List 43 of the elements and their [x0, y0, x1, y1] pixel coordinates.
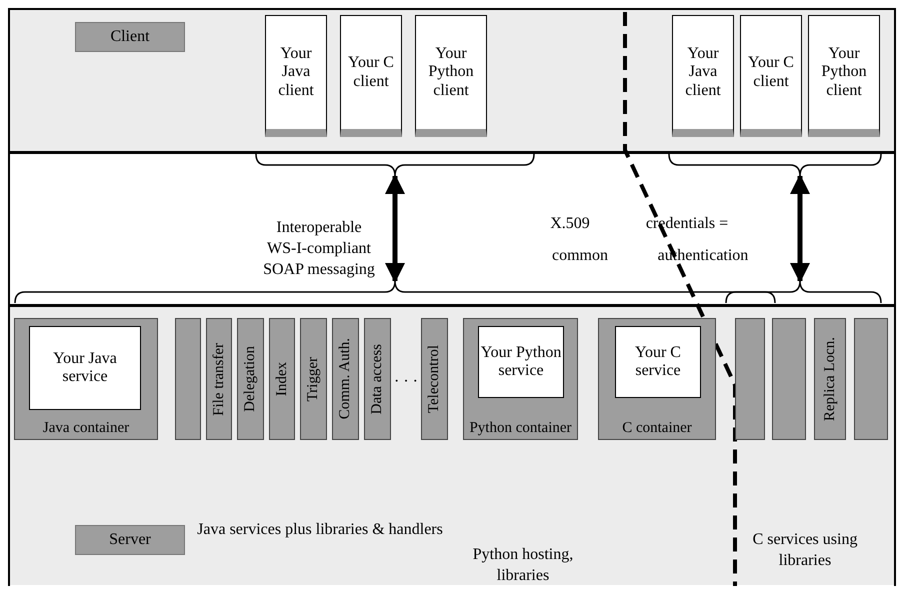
component-bar — [735, 318, 765, 440]
tier-label: Client — [75, 22, 185, 52]
service-box: Your C service — [615, 326, 701, 398]
annotation-text: Python hosting, libraries — [472, 545, 574, 586]
component-bar: Delegation — [237, 318, 264, 440]
annotation-text: X.509 — [549, 214, 591, 234]
container-label: Java container — [42, 420, 130, 436]
curly-brace — [668, 154, 882, 176]
component-bar — [175, 318, 201, 440]
client-box: Your Python client — [808, 15, 880, 137]
component-bar — [854, 318, 888, 440]
service-box: Your Java service — [29, 326, 141, 410]
component-bar: Telecontrol — [421, 318, 448, 440]
container-label: Python container — [468, 420, 573, 436]
service-box: Your Python service — [478, 326, 564, 398]
client-box: Your C client — [340, 15, 402, 137]
client-box: Your C client — [740, 15, 802, 137]
curly-brace — [14, 281, 776, 303]
annotation-text: credentials = — [644, 214, 730, 234]
client-box: Your Java client — [265, 15, 327, 137]
component-bar: Comm. Auth. — [332, 318, 359, 440]
annotation-text: Interoperable WS-I-compliant SOAP messaging — [262, 218, 376, 280]
curly-brace — [725, 281, 882, 303]
client-box: Your Java client — [672, 15, 734, 137]
container-label: C container — [621, 420, 693, 436]
annotation-text: common — [551, 246, 609, 266]
double-arrow — [790, 174, 810, 283]
container-box — [463, 318, 578, 440]
double-arrow — [385, 174, 405, 283]
curly-brace — [255, 154, 535, 176]
annotation-text: C services using libraries — [752, 530, 858, 571]
component-bar — [772, 318, 806, 440]
component-bar: Data access — [364, 318, 391, 440]
component-bar: Replica Locn. — [814, 318, 846, 440]
component-bar: Index — [269, 318, 295, 440]
client-box: Your Python client — [415, 15, 487, 137]
annotation-text: Java services plus libraries & handlers — [196, 520, 444, 540]
tier-label: Server — [75, 525, 185, 555]
component-bar: Trigger — [300, 318, 327, 440]
container-box — [14, 318, 158, 440]
container-box — [598, 318, 716, 440]
annotation-text: · · · — [393, 372, 419, 392]
component-bar: File transfer — [206, 318, 232, 440]
